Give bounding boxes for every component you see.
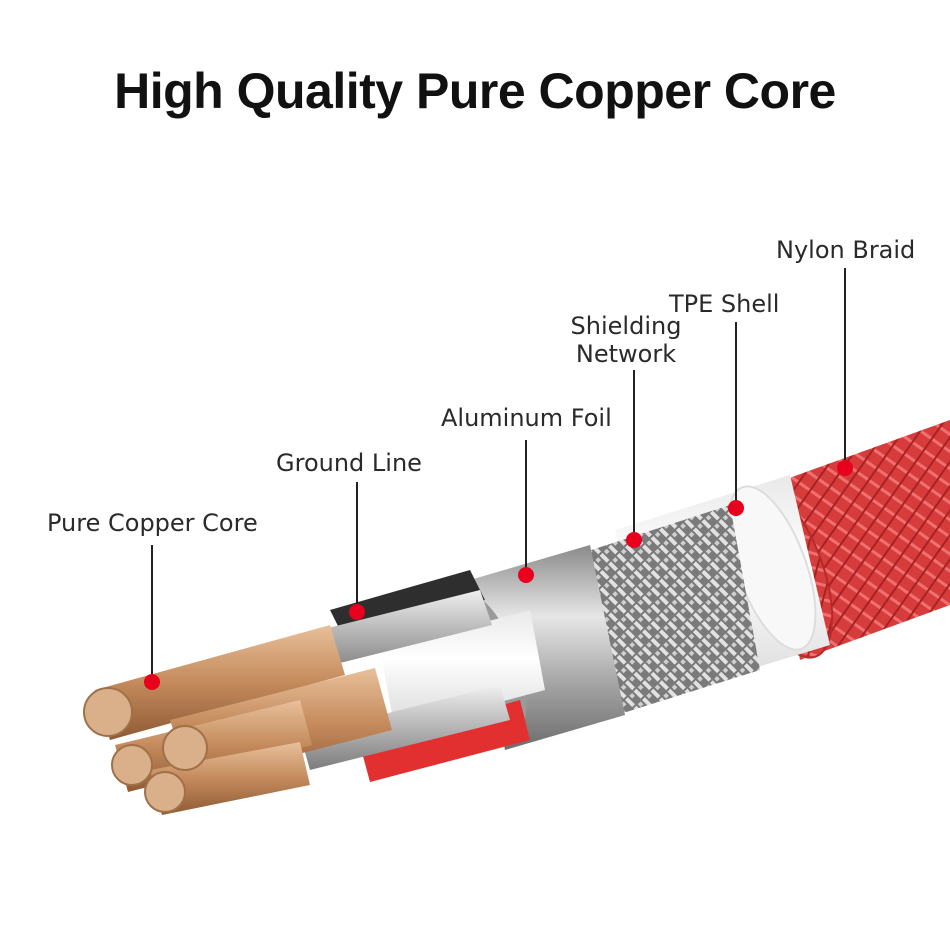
label-nylon-braid: Nylon Braid (776, 236, 916, 264)
label-pure-copper-core: Pure Copper Core (47, 509, 258, 537)
marker-dot-nylon-braid (837, 460, 853, 476)
inner-wires (280, 570, 545, 782)
label-ground-line: Ground Line (276, 449, 422, 477)
label-shielding-line2: Network (575, 340, 677, 368)
marker-dot-aluminum-foil (518, 567, 534, 583)
copper-core-strands (83, 625, 392, 815)
marker-dot-shielding-network (626, 532, 642, 548)
label-aluminum-foil: Aluminum Foil (441, 404, 612, 432)
label-shielding-network: Shielding Network (566, 312, 686, 368)
label-shielding-line1: Shielding (570, 312, 682, 340)
page-title: High Quality Pure Copper Core (114, 63, 836, 119)
marker-dot-tpe-shell (728, 500, 744, 516)
marker-dot-pure-copper-core (144, 674, 160, 690)
leader-lines (151, 268, 846, 682)
marker-dots (144, 460, 853, 690)
label-tpe-shell: TPE Shell (669, 290, 780, 318)
marker-dot-ground-line (349, 604, 365, 620)
